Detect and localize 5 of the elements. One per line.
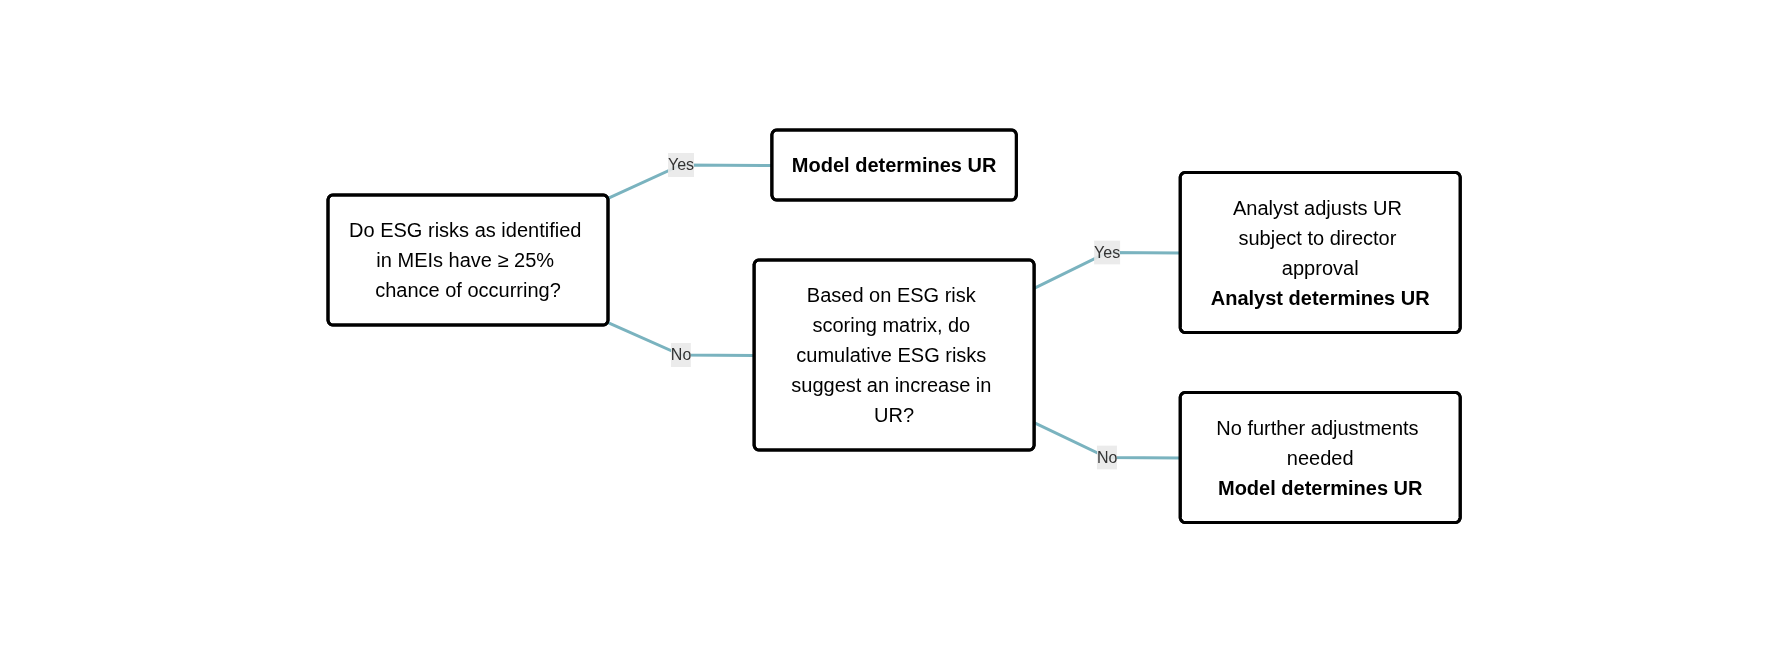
- edge-label: Yes: [667, 156, 694, 174]
- edge-label: Yes: [1094, 243, 1121, 261]
- edge-label: No: [1096, 448, 1118, 466]
- edge-label: No: [670, 346, 692, 364]
- connector: [607, 321, 755, 358]
